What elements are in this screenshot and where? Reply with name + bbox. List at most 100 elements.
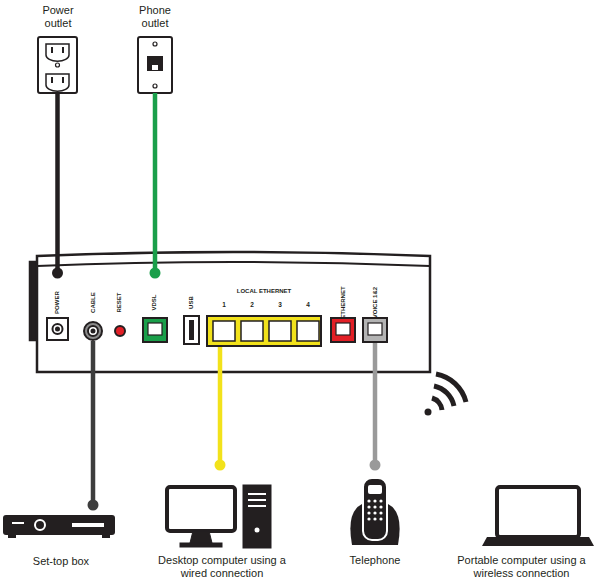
telephone-part xyxy=(367,511,370,514)
portable-computer xyxy=(482,487,594,546)
cable-connector xyxy=(215,347,226,471)
wireless-symbol-part xyxy=(432,398,442,410)
node-label: Telephone xyxy=(335,554,415,567)
ethernet-port: 2 xyxy=(246,299,258,313)
router-ports-part xyxy=(241,321,263,341)
wireless-symbol-part xyxy=(425,409,432,416)
power-outlet-part xyxy=(51,47,53,53)
cable-end-dot xyxy=(215,460,226,471)
ethernet-port: 4 xyxy=(302,299,314,313)
desktop-computer-part xyxy=(167,487,235,531)
telephone-part xyxy=(367,499,370,502)
set-top-box-part xyxy=(3,515,115,535)
wan-ethernet-port: ETHERNET xyxy=(331,273,355,343)
usb-port: USB xyxy=(180,273,204,345)
cable-end-dot xyxy=(52,268,63,279)
node-label: Desktop computer using a wired connectio… xyxy=(147,554,297,580)
port-label: USB xyxy=(188,296,195,309)
portable-computer-part xyxy=(497,487,579,537)
cable-connector xyxy=(88,341,99,511)
cable-connector xyxy=(52,93,63,279)
power-outlet-part xyxy=(62,77,64,83)
telephone-part xyxy=(373,499,376,502)
router-ports-part xyxy=(53,324,63,334)
desktop-computer-part xyxy=(248,505,266,507)
power-outlet-part xyxy=(38,37,77,93)
phone-outlet-part xyxy=(153,42,157,46)
telephone-part xyxy=(367,517,370,520)
vdsl-port: VDSL xyxy=(143,273,167,343)
telephone-part xyxy=(379,511,382,514)
set-top-box-part xyxy=(102,535,110,538)
cable-connector xyxy=(370,343,381,471)
power-outlet-part xyxy=(56,63,60,67)
node-label: Portable computer using a wireless conne… xyxy=(449,554,594,580)
router-ports-part xyxy=(115,326,125,336)
telephone-part xyxy=(379,517,382,520)
cable-end-dot xyxy=(150,268,161,279)
desktop-computer-part xyxy=(248,499,266,501)
node-label: Set-top box xyxy=(2,555,120,568)
router-ports-part xyxy=(336,323,350,335)
power-outlet: Power outlet xyxy=(22,2,94,93)
phone-outlet-part xyxy=(153,84,157,88)
desktop-computer: Desktop computer using a wired connectio… xyxy=(147,465,297,582)
wireless-symbol xyxy=(425,374,467,416)
set-top-box-part xyxy=(12,522,24,524)
node-label: 4 xyxy=(302,301,314,309)
power-outlet-part xyxy=(46,44,69,61)
telephone-part xyxy=(379,499,382,502)
telephone-part xyxy=(373,511,376,514)
ethernet-port: 1 xyxy=(218,299,230,313)
telephone-part xyxy=(367,499,382,520)
router-body xyxy=(30,252,430,372)
telephone-part xyxy=(373,505,376,508)
telephone-part xyxy=(373,517,376,520)
router-ports-part xyxy=(269,321,291,341)
port-label: VOICE 1&2 xyxy=(372,286,379,317)
router-ports-part xyxy=(143,318,167,342)
port-label: POWER xyxy=(54,291,61,314)
telephone xyxy=(350,478,399,545)
router-ports xyxy=(47,316,387,346)
node-label: LOCAL ETHERNET xyxy=(205,288,323,295)
set-top-box: Set-top box xyxy=(2,505,120,577)
set-top-box xyxy=(3,515,115,538)
power-outlet-part xyxy=(62,47,64,53)
desktop-computer-part xyxy=(243,485,271,548)
cable-line xyxy=(55,93,60,273)
router-body-part xyxy=(37,262,430,266)
power-outlet-part xyxy=(51,77,53,83)
wireless-symbol-part xyxy=(434,386,454,406)
reset-button: RESET xyxy=(108,273,132,337)
port-label: ETHERNET xyxy=(340,286,347,318)
node-label: Power outlet xyxy=(35,4,81,30)
port-label: CABLE xyxy=(89,292,96,313)
local-ethernet-group: LOCAL ETHERNET 1 2 3 4 xyxy=(205,287,323,347)
port-label: RESET xyxy=(116,292,123,312)
router-ports-part xyxy=(207,316,321,346)
telephone-part xyxy=(379,505,382,508)
router-ports-part xyxy=(148,323,162,335)
phone-outlet: Phone outlet xyxy=(122,2,188,93)
cable-end-dot xyxy=(88,500,99,511)
cable-port: CABLE xyxy=(81,273,105,341)
cable-line xyxy=(153,93,158,273)
router-ports-part xyxy=(213,321,235,341)
phone-outlet-part xyxy=(148,57,162,70)
ethernet-port: 3 xyxy=(274,299,286,313)
port-label: VDSL xyxy=(151,294,158,310)
node-label: 1 xyxy=(218,301,230,309)
cable-line xyxy=(91,341,96,505)
telephone-part xyxy=(368,485,382,494)
router-ports-part xyxy=(56,328,59,331)
power-outlet xyxy=(38,37,77,93)
router-body-part xyxy=(37,252,430,372)
telephone: Telephone xyxy=(335,465,415,570)
wireless-symbol-part xyxy=(436,374,466,402)
power-outlet-part xyxy=(46,74,69,91)
phone-outlet xyxy=(138,37,172,93)
desktop-computer-part xyxy=(190,531,212,543)
set-top-box-part xyxy=(72,523,104,527)
